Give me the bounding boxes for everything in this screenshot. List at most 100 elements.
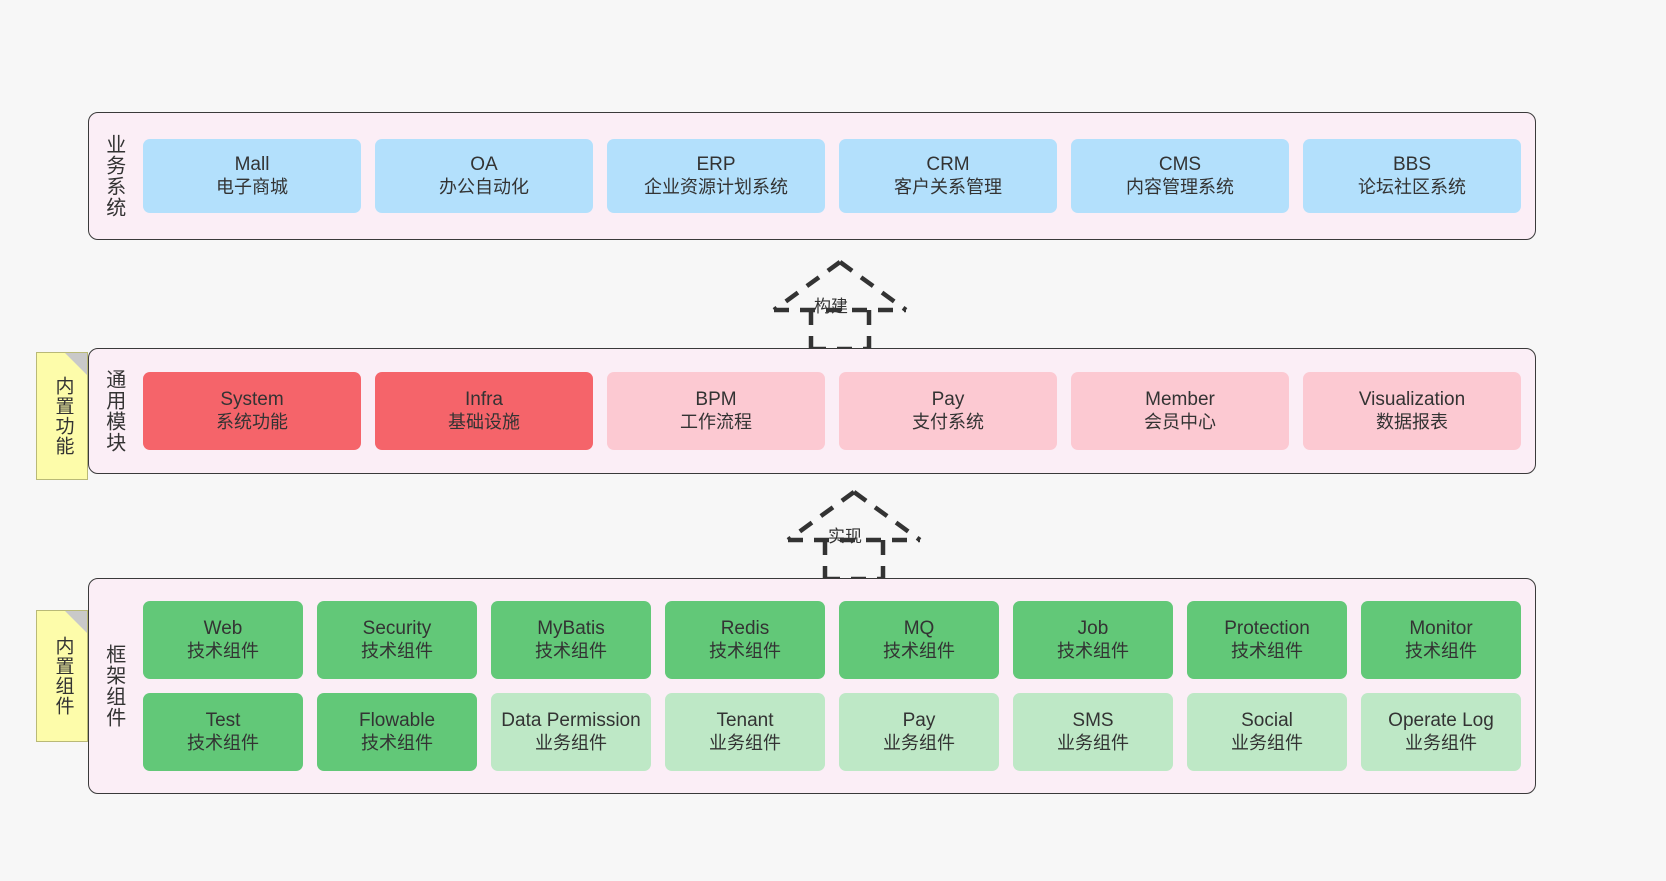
component-card-subtitle: 技术组件 — [535, 640, 607, 661]
component-card-subtitle: 内容管理系统 — [1126, 176, 1234, 197]
layer-business-system-title: 业务系统 — [102, 134, 125, 218]
component-card-title: CRM — [926, 154, 970, 176]
note-builtin-feature-label: 内置功能 — [52, 376, 74, 456]
arrow-implement-label: 实现 — [828, 527, 862, 546]
generalization-arrow-build: 构建 — [752, 256, 928, 352]
component-card-title: Infra — [464, 389, 504, 411]
layer-common-modules-title: 通用模块 — [102, 369, 125, 453]
component-card-title: MyBatis — [537, 618, 605, 640]
component-card-title: Tenant — [716, 710, 774, 732]
component-card-title: Pay — [931, 389, 965, 411]
component-card-title: Operate Log — [1388, 710, 1494, 732]
component-card-title: Security — [362, 618, 432, 640]
component-card-title: Monitor — [1409, 618, 1473, 640]
component-card-subtitle: 业务组件 — [1231, 732, 1303, 753]
component-card-title: OA — [470, 154, 498, 176]
component-card-title: Web — [203, 618, 243, 640]
note-builtin-component: 内置组件 — [36, 610, 88, 742]
component-card-title: SMS — [1072, 710, 1114, 732]
component-card-subtitle: 论坛社区系统 — [1358, 176, 1466, 197]
component-card-subtitle: 工作流程 — [680, 411, 752, 432]
component-card-subtitle: 业务组件 — [1405, 732, 1477, 753]
component-card-title: Visualization — [1358, 389, 1466, 411]
component-card-subtitle: 客户关系管理 — [894, 176, 1002, 197]
component-card-title: Protection — [1224, 618, 1310, 640]
component-card-subtitle: 技术组件 — [709, 640, 781, 661]
component-card-title: ERP — [696, 154, 736, 176]
component-card-subtitle: 技术组件 — [361, 640, 433, 661]
component-card-title: Data Permission — [501, 710, 641, 732]
component-card-title: Mall — [234, 154, 270, 176]
component-card-title: Redis — [720, 618, 770, 640]
component-card-subtitle: 基础设施 — [448, 411, 520, 432]
component-card-subtitle: 技术组件 — [1405, 640, 1477, 661]
component-card-subtitle: 业务组件 — [883, 732, 955, 753]
component-card-subtitle: 业务组件 — [1057, 732, 1129, 753]
component-card-title: Job — [1077, 618, 1109, 640]
component-card-subtitle: 办公自动化 — [439, 176, 529, 197]
component-card-title: System — [220, 389, 284, 411]
component-card-title: BPM — [695, 389, 737, 411]
arrow-build-label: 构建 — [814, 297, 848, 316]
component-card-title: Member — [1145, 389, 1215, 411]
component-card-subtitle: 技术组件 — [1231, 640, 1303, 661]
component-card-title: CMS — [1158, 154, 1202, 176]
note-fold-corner-icon — [65, 353, 87, 375]
generalization-arrow-implement: 实现 — [766, 486, 942, 582]
component-card-subtitle: 支付系统 — [912, 411, 984, 432]
component-card-subtitle: 技术组件 — [187, 640, 259, 661]
note-builtin-component-label: 内置组件 — [52, 636, 74, 716]
note-builtin-feature: 内置功能 — [36, 352, 88, 480]
component-card-title: Pay — [902, 710, 936, 732]
component-card-subtitle: 数据报表 — [1376, 411, 1448, 432]
component-card-subtitle: 技术组件 — [1057, 640, 1129, 661]
layer-framework-components-title: 框架组件 — [102, 644, 125, 728]
component-card-subtitle: 企业资源计划系统 — [644, 176, 788, 197]
component-card-subtitle: 会员中心 — [1144, 411, 1216, 432]
note-fold-corner-icon — [65, 611, 87, 633]
component-card-subtitle: 技术组件 — [361, 732, 433, 753]
component-card-title: MQ — [903, 618, 935, 640]
component-card-subtitle: 业务组件 — [535, 732, 607, 753]
component-card-title: Social — [1241, 710, 1293, 732]
component-card-title: Flowable — [358, 710, 436, 732]
